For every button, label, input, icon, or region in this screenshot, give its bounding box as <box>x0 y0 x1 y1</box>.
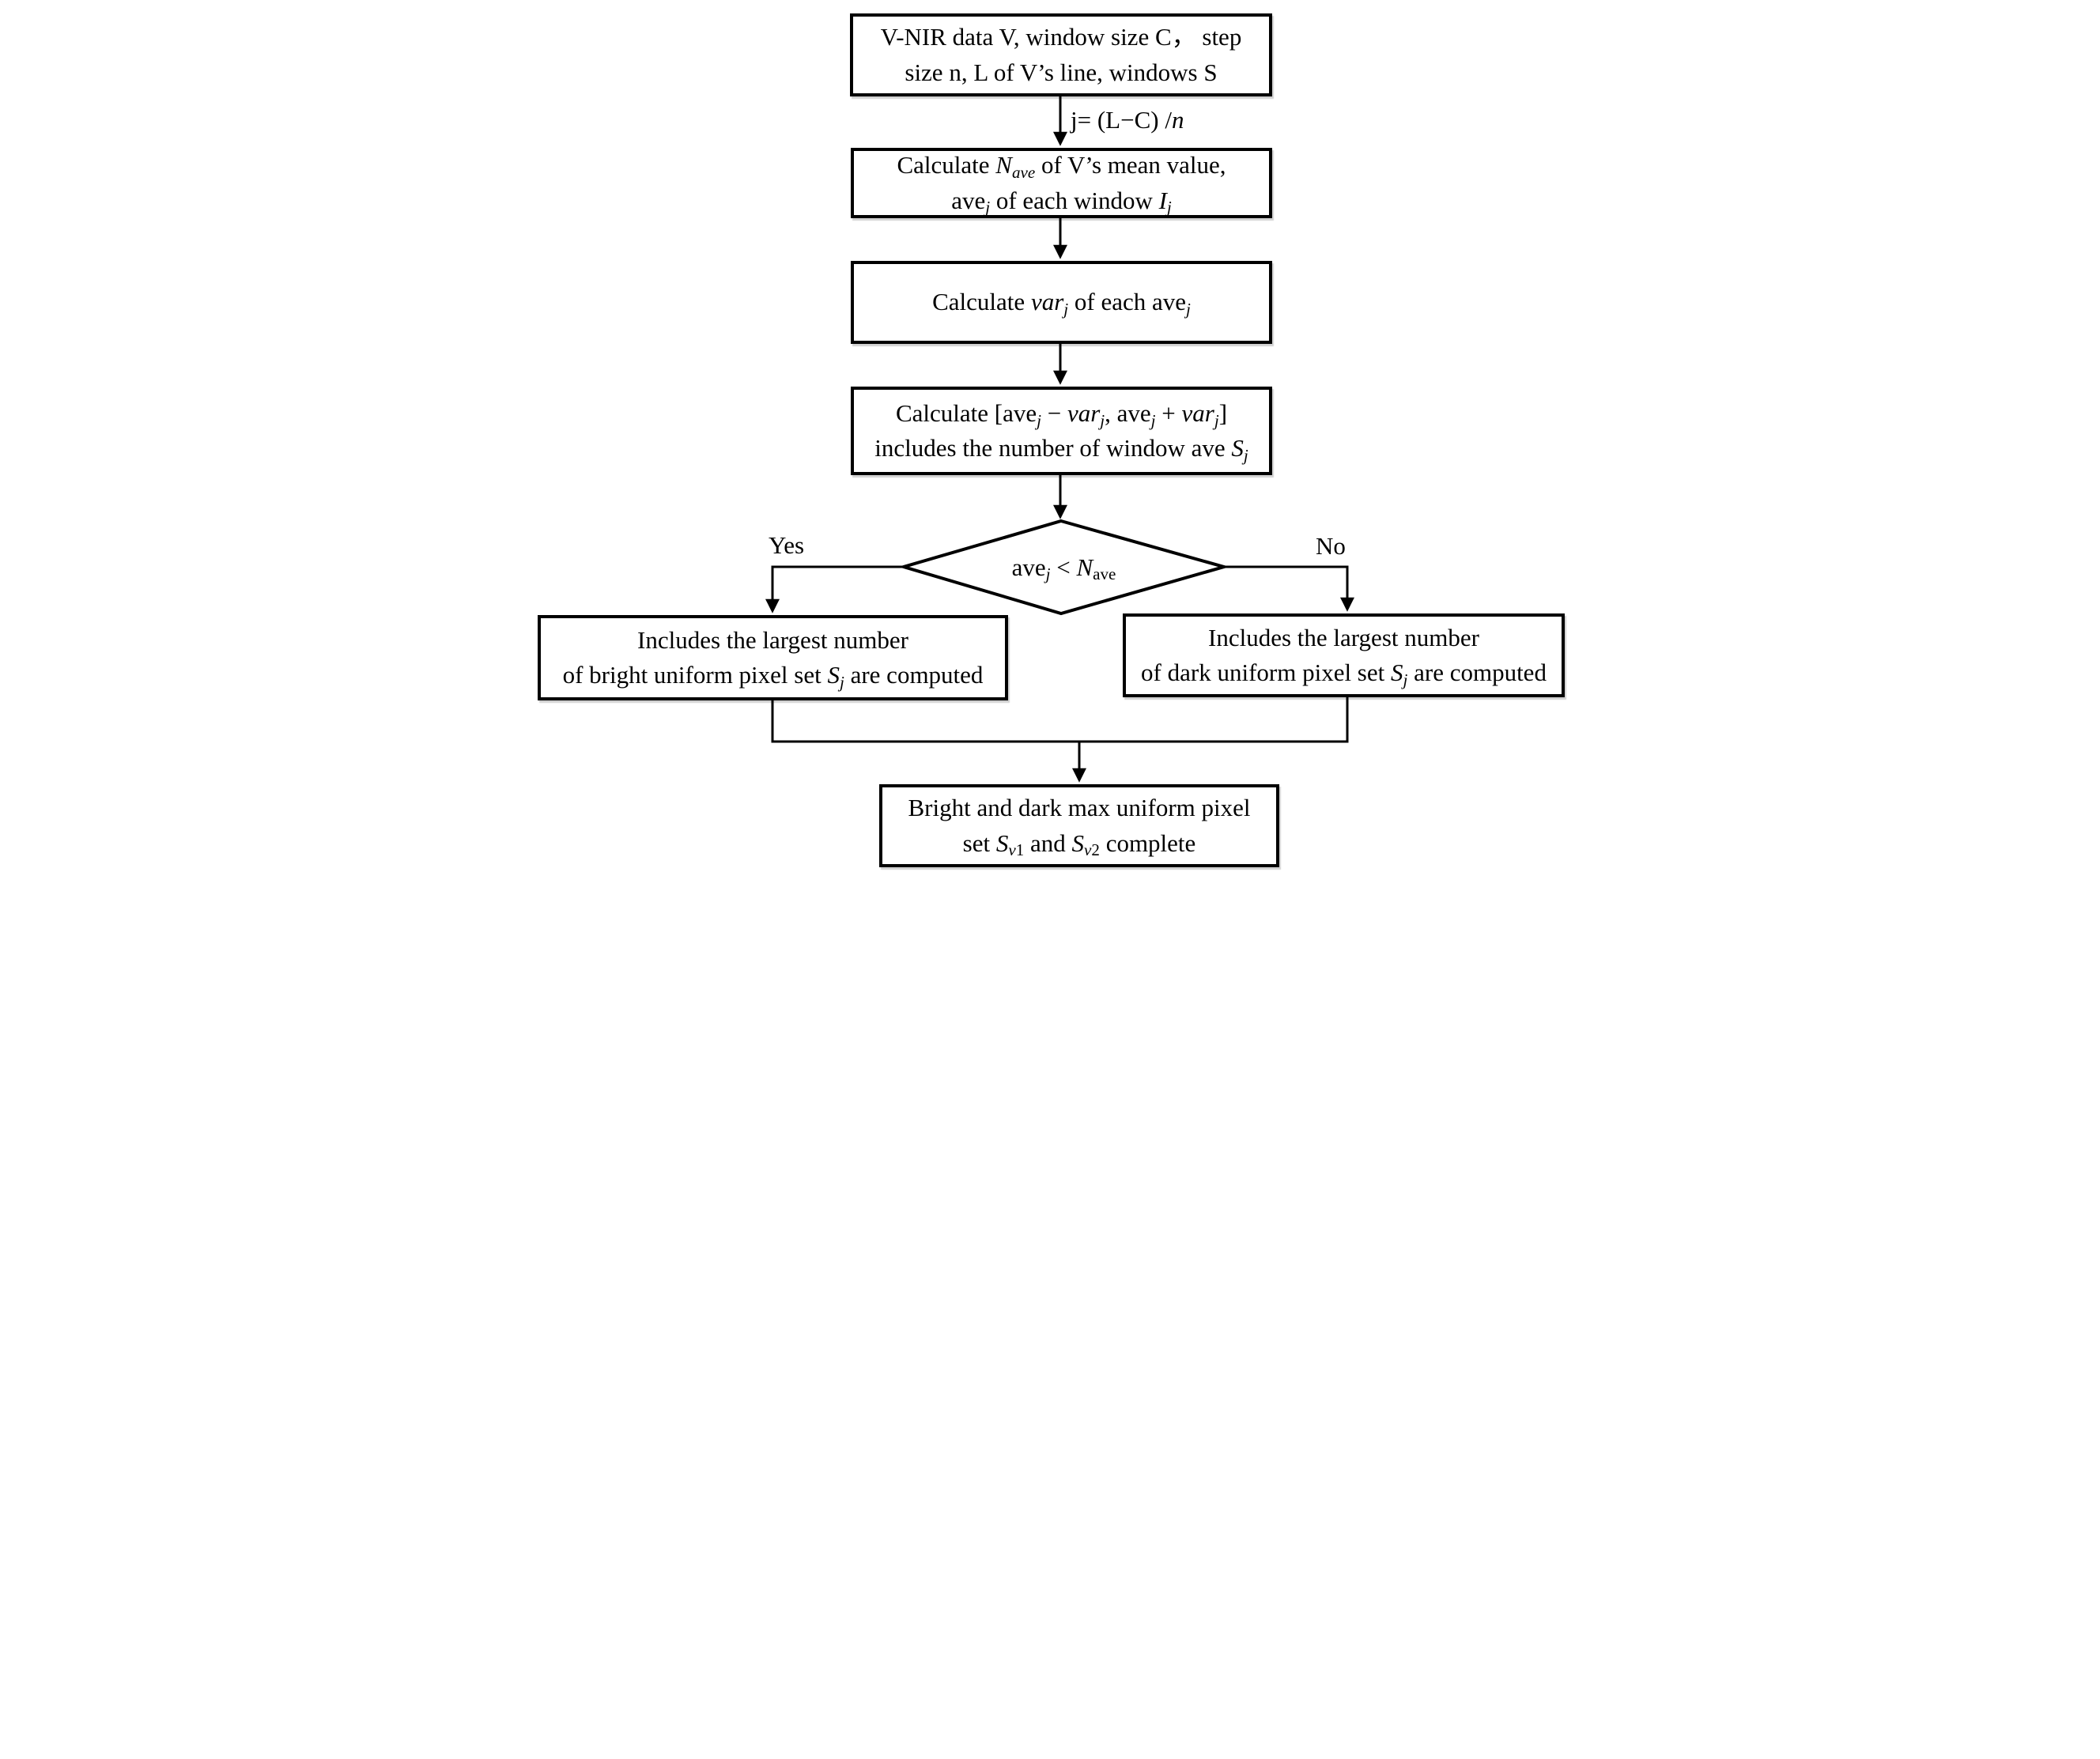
node-bright-branch: Includes the largest number of bright un… <box>538 615 1008 700</box>
decision-diamond <box>897 519 1230 616</box>
node-output: Bright and dark max uniform pixel set Sv… <box>879 784 1279 867</box>
node-input-line1: V-NIR data V, window size C， step <box>880 23 1242 51</box>
node-calc-interval: Calculate [avej − varj, avej + varj] inc… <box>851 387 1272 475</box>
node-dark-branch: Includes the largest number of dark unif… <box>1123 613 1565 697</box>
node-input: V-NIR data V, window size C， step size n… <box>850 13 1272 96</box>
node-bright-line1: Includes the largest number <box>637 625 908 654</box>
node-calc-var-line1: Calculate varj of each avej <box>932 288 1191 319</box>
node-dark-line1: Includes the largest number <box>1208 623 1479 651</box>
node-calc-interval-line1: Calculate [avej − varj, avej + varj] <box>895 398 1228 430</box>
node-calc-var: Calculate varj of each avej <box>851 261 1272 344</box>
no-label: No <box>1316 532 1346 560</box>
node-calc-nave: Calculate Nave of V’s mean value, avej o… <box>851 148 1272 218</box>
node-calc-nave-line2: avej of each window Ij <box>951 186 1172 217</box>
node-input-line2: size n, L of V’s line, windows S <box>905 58 1218 86</box>
flowchart-connectors <box>765 96 1354 783</box>
node-decision-label: avej < Nave <box>1011 553 1116 584</box>
node-bright-line2: of bright uniform pixel set Sj are compu… <box>562 661 984 692</box>
flowchart: V-NIR data V, window size C， step size n… <box>525 0 1575 880</box>
node-output-line2: set Sv1 and Sv2 complete <box>962 829 1196 860</box>
node-output-line1: Bright and dark max uniform pixel <box>908 794 1251 822</box>
edge-decision-yes <box>765 565 904 613</box>
node-calc-nave-line1: Calculate Nave of V’s mean value, <box>897 151 1226 183</box>
edge-label-j-formula: j= (L−C) /n <box>1071 106 1184 134</box>
node-dark-line2: of dark uniform pixel set Sj are compute… <box>1141 659 1547 689</box>
node-calc-interval-line2: includes the number of window ave Sj <box>874 434 1248 465</box>
edge-decision-no <box>1224 565 1354 612</box>
yes-label: Yes <box>769 531 805 559</box>
